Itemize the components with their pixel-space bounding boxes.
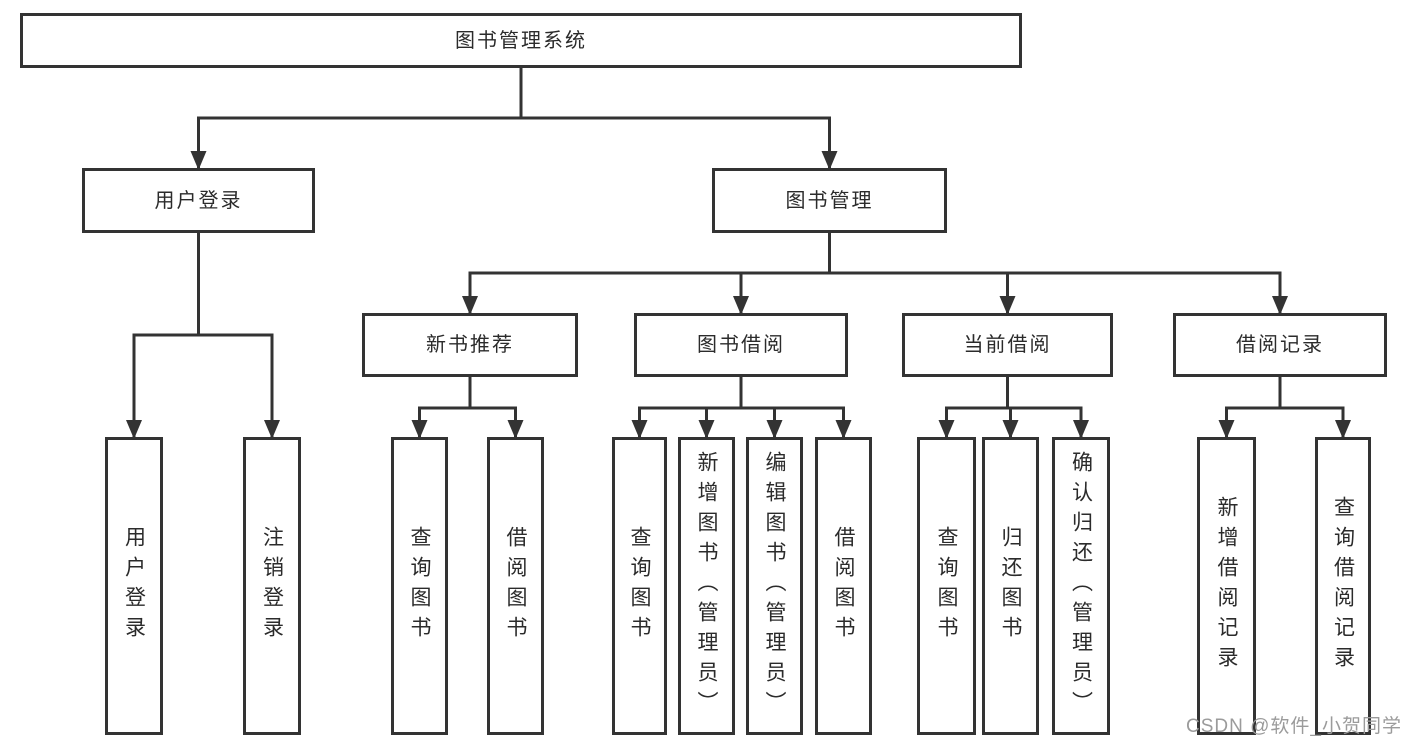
node-current-borrow: 当前借阅 <box>902 313 1113 377</box>
node-borrow-records: 借阅记录 <box>1173 313 1387 377</box>
arrowhead-icon <box>462 296 478 315</box>
arrowhead-icon <box>264 420 280 439</box>
node-new-book-rec: 新书推荐 <box>362 313 578 377</box>
label-leaf-query-rec: 查询借阅记录 <box>1331 496 1355 676</box>
arrowhead-icon <box>835 420 852 439</box>
label-leaf-user-login: 用户登录 <box>122 526 146 646</box>
arrowhead-icon <box>1218 420 1235 439</box>
arrowhead-icon <box>999 296 1016 315</box>
label-leaf-borrow-2: 借阅图书 <box>832 526 855 646</box>
node-leaf-borrow-1: 借阅图书 <box>487 437 544 735</box>
node-leaf-query-rec: 查询借阅记录 <box>1315 437 1371 735</box>
label-current-borrow: 当前借阅 <box>963 334 1052 356</box>
node-leaf-logout: 注销登录 <box>243 437 301 735</box>
node-leaf-add-book: 新增图书（管理员） <box>678 437 735 735</box>
label-book-borrow: 图书借阅 <box>697 334 785 356</box>
label-leaf-query-2: 查询图书 <box>628 526 651 646</box>
label-leaf-confirm: 确认归还（管理员） <box>1069 451 1093 721</box>
node-leaf-query-2: 查询图书 <box>612 437 667 735</box>
node-leaf-add-rec: 新增借阅记录 <box>1197 437 1256 735</box>
arrowhead-icon <box>698 420 715 439</box>
arrowhead-icon <box>938 420 955 439</box>
arrowhead-icon <box>1073 420 1089 439</box>
node-leaf-query-1: 查询图书 <box>391 437 448 735</box>
node-leaf-edit-book: 编辑图书（管理员） <box>746 437 803 735</box>
arrowhead-icon <box>631 420 648 439</box>
node-leaf-borrow-2: 借阅图书 <box>815 437 872 735</box>
label-leaf-return: 归还图书 <box>999 526 1022 646</box>
label-leaf-query-1: 查询图书 <box>408 526 431 646</box>
arrowhead-icon <box>507 420 524 439</box>
label-root: 图书管理系统 <box>455 29 587 52</box>
watermark: CSDN @软件_小贺同学 <box>1186 716 1402 737</box>
node-user-login: 用户登录 <box>82 168 315 233</box>
arrowhead-icon <box>126 420 142 439</box>
node-book-mgmt: 图书管理 <box>712 168 947 233</box>
label-leaf-add-rec: 新增借阅记录 <box>1215 496 1238 676</box>
label-book-mgmt: 图书管理 <box>785 189 874 212</box>
node-root: 图书管理系统 <box>20 13 1022 68</box>
label-user-login: 用户登录 <box>154 189 243 212</box>
arrowhead-icon <box>821 151 838 170</box>
arrowhead-icon <box>1335 420 1351 439</box>
label-leaf-query-3: 查询图书 <box>935 526 958 646</box>
node-leaf-user-login: 用户登录 <box>105 437 163 735</box>
label-borrow-records: 借阅记录 <box>1236 334 1324 356</box>
arrowhead-icon <box>190 151 207 170</box>
label-leaf-edit-book: 编辑图书（管理员） <box>763 451 786 721</box>
arrowhead-icon <box>1272 296 1288 315</box>
arrowhead-icon <box>1002 420 1019 439</box>
arrowhead-icon <box>733 296 749 315</box>
label-leaf-add-book: 新增图书（管理员） <box>695 451 718 721</box>
label-leaf-logout: 注销登录 <box>260 526 284 646</box>
arrowhead-icon <box>411 420 428 439</box>
node-book-borrow: 图书借阅 <box>634 313 848 377</box>
node-leaf-return: 归还图书 <box>982 437 1039 735</box>
node-leaf-confirm: 确认归还（管理员） <box>1052 437 1110 735</box>
node-leaf-query-3: 查询图书 <box>917 437 976 735</box>
label-new-book-rec: 新书推荐 <box>426 334 514 356</box>
label-leaf-borrow-1: 借阅图书 <box>504 526 527 646</box>
arrowhead-icon <box>766 420 783 439</box>
